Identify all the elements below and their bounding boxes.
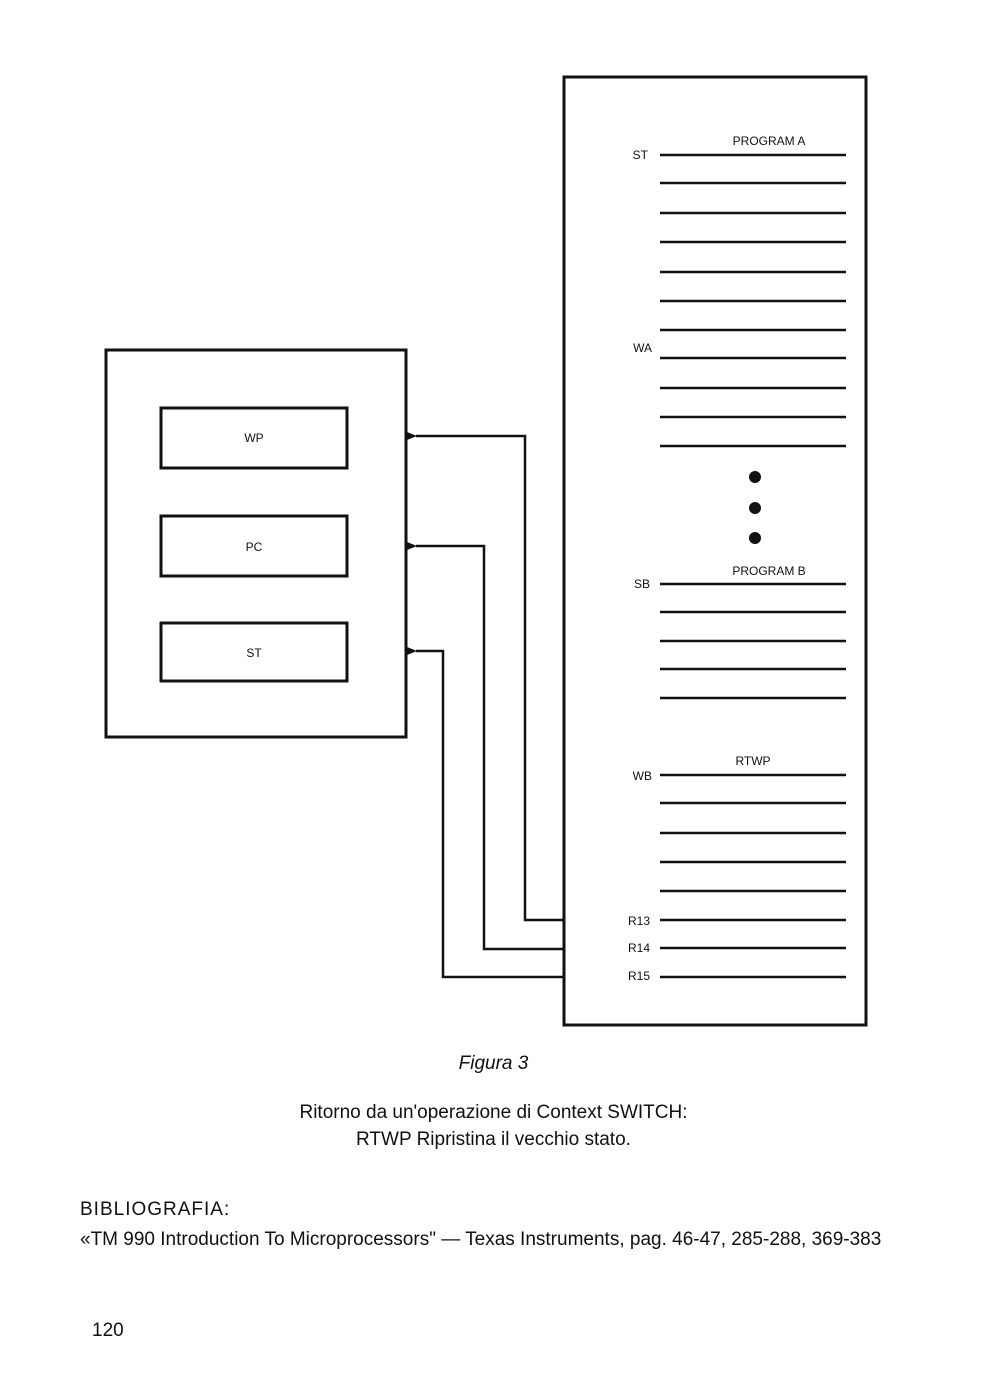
ellipsis-dot [749, 471, 761, 483]
caption-line-2: RTWP Ripristina il vecchio stato. [356, 1129, 631, 1150]
bibliography-entry: «TM 990 Introduction To Microprocessors"… [80, 1229, 882, 1250]
register-pc-label: PC [246, 540, 263, 554]
wa-label: WA [633, 341, 652, 355]
register-pc: PC [159, 514, 349, 578]
ellipsis-dot [749, 532, 761, 544]
ellipsis-dots [749, 471, 761, 544]
register-st-label: ST [246, 646, 262, 660]
r13-label: R13 [628, 914, 650, 928]
r14-label: R14 [628, 941, 650, 955]
program-b-label: PROGRAM B [732, 564, 805, 578]
caption-line-1: Ritorno da un'operazione di Context SWIT… [299, 1102, 688, 1123]
program-b-words [660, 582, 846, 700]
arrow-r13-to-wp [407, 432, 564, 922]
register-wp: WP [159, 406, 349, 470]
figure-label: Figura 3 [458, 1053, 529, 1074]
register-wp-box [159, 406, 349, 470]
r15-label: R15 [628, 969, 650, 983]
sb-label: SB [634, 577, 650, 591]
context-switch-diagram: WP PC ST PROGRAM A ST WA PROGRAM B SB RT… [104, 75, 868, 1027]
arrow-r14-to-pc [407, 542, 564, 951]
cpu-box [104, 348, 408, 739]
program-a-words [660, 153, 846, 448]
workspace-b-words [660, 773, 846, 979]
st-label: ST [633, 148, 649, 162]
register-wp-label: WP [244, 431, 263, 445]
page-number: 120 [92, 1320, 124, 1341]
register-st-box [159, 621, 349, 683]
register-pc-box [159, 514, 349, 578]
memory-box [562, 75, 868, 1027]
register-st: ST [159, 621, 349, 683]
program-a-label: PROGRAM A [733, 134, 806, 148]
ellipsis-dot [749, 502, 761, 514]
rtwp-label: RTWP [735, 754, 770, 768]
bibliography-heading: BIBLIOGRAFIA: [80, 1199, 231, 1220]
arrow-r15-to-st [407, 647, 564, 979]
wb-label: WB [633, 769, 652, 783]
